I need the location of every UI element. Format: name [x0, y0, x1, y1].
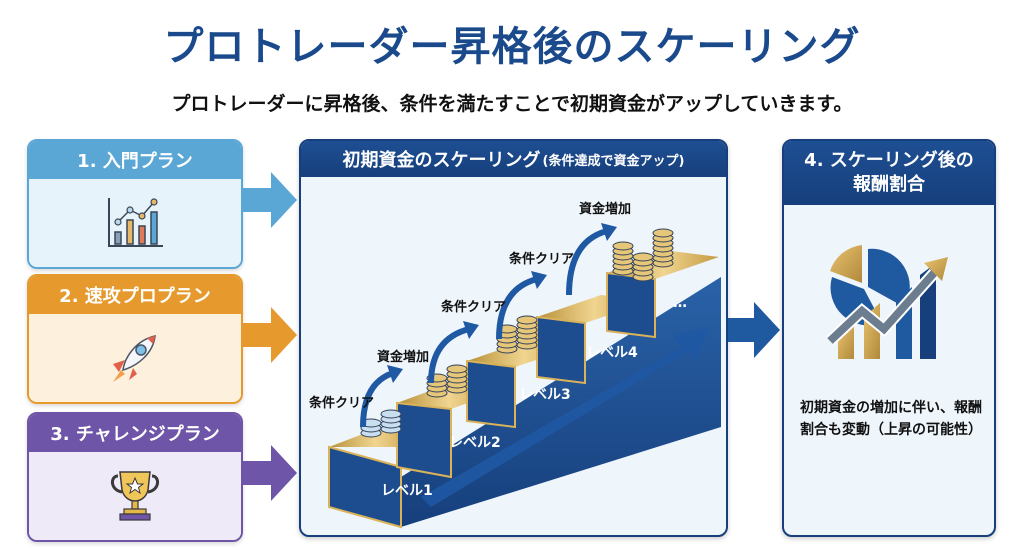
reward-ratio-title-line1: 4. スケーリング後の	[804, 150, 974, 171]
trophy-icon	[111, 471, 159, 521]
arrow-right-icon	[243, 307, 297, 363]
rising-arrow-icon	[421, 327, 709, 507]
curved-arrow-icon	[428, 326, 470, 384]
curved-arrow-icon	[496, 276, 538, 340]
arrowhead-icon	[387, 365, 403, 383]
page-subtitle: プロトレーダーに昇格後、条件を満たすことで初期資金がアップしていきます。	[171, 93, 853, 115]
arrowhead-icon	[601, 223, 617, 241]
coin-stack-icon	[446, 364, 468, 394]
level-label: …	[673, 295, 687, 311]
step-annotation: 資金増加	[579, 201, 631, 217]
reward-ratio-description: 初期資金の増加に伴い、報酬割合も変動（上昇の可能性）	[800, 400, 982, 438]
level-label: レベル1	[381, 483, 433, 499]
scaling-staircase: レベル1 レベル2 レベル3 レベル4 … 条件クリア 資金増加 条件クリア 条…	[309, 201, 721, 529]
scaling-panel: 初期資金のスケーリング (条件達成で資金アップ)	[299, 139, 728, 537]
plan-card-beginner: 1. 入門プラン	[27, 139, 243, 269]
page-title: プロトレーダー昇格後のスケーリング	[163, 24, 861, 70]
arrowhead-icon	[463, 321, 479, 339]
step-annotation: 条件クリア	[509, 251, 574, 267]
step-annotation: 条件クリア	[441, 299, 506, 315]
rocket-icon	[113, 335, 156, 382]
coin-stack-icon	[632, 252, 654, 282]
pie-growth-chart-icon	[825, 245, 948, 359]
curved-arrow-icon	[566, 228, 608, 296]
coin-stack-icon	[612, 241, 634, 276]
coin-stack-icon	[516, 315, 538, 350]
scaling-title: 初期資金のスケーリング	[342, 150, 541, 171]
plan-card-challenge: 3. チャレンジプラン	[27, 412, 243, 542]
scaling-title-note: (条件達成で資金アップ)	[542, 153, 685, 169]
coin-stack-icon	[652, 228, 674, 268]
plan-title: 2. 速攻プロプラン	[29, 276, 241, 314]
step-annotation: 資金増加	[377, 349, 429, 365]
coin-stack-icon	[380, 409, 402, 434]
plan-card-fast-pro: 2. 速攻プロプラン	[27, 274, 243, 404]
reward-ratio-panel: 4. スケーリング後の 報酬割合 初期資金の増加に伴い、報酬割合も変動（上昇の可…	[782, 139, 996, 537]
bar-line-chart-icon	[108, 198, 163, 247]
curved-arrow-icon	[360, 370, 395, 428]
level-label: レベル4	[586, 345, 638, 361]
reward-ratio-title-line2: 報酬割合	[853, 174, 925, 195]
step-annotation: 条件クリア	[309, 395, 374, 411]
level-label: レベル2	[449, 435, 501, 451]
scaling-panel-header: 初期資金のスケーリング (条件達成で資金アップ)	[301, 141, 726, 177]
level-label: レベル3	[519, 387, 571, 403]
arrow-right-icon	[728, 302, 780, 358]
reward-ratio-header: 4. スケーリング後の 報酬割合	[784, 141, 994, 205]
arrowhead-icon	[531, 271, 547, 289]
plan-title: 3. チャレンジプラン	[29, 414, 241, 452]
arrow-right-icon	[243, 445, 297, 501]
plan-title: 1. 入門プラン	[29, 141, 241, 179]
arrow-right-icon	[243, 172, 297, 228]
